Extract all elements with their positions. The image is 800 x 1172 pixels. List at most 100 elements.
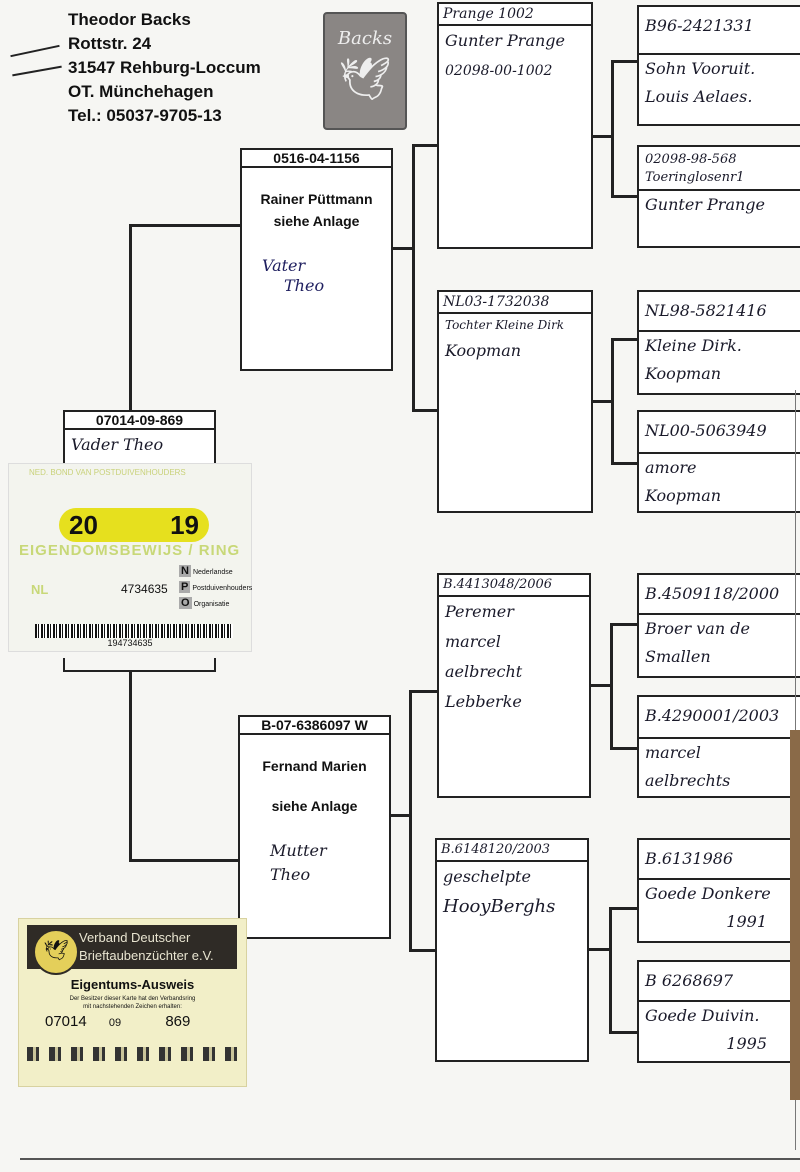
grandparent-box: B.6148120/2003 geschelpte HooyBerghs [435,838,589,1062]
pen-stroke [12,65,62,77]
mother-note-2: Theo [270,865,311,884]
vdb-ring-numbers: 07014 09 869 [45,1013,225,1030]
great-grandparent-line: Goede Duivin. [645,1006,760,1025]
connector [609,907,637,910]
great-grandparent-line: Gunter Prange [645,195,765,214]
great-grandparent-line: aelbrechts [645,771,731,790]
grandparent-line: marcel [445,632,501,651]
ring-card-header: NED. BOND VAN POSTDUIVENHOUDERS [29,468,186,477]
vdb-org-line: Brieftaubenzüchter e.V. [79,948,214,963]
grandparent-line: geschelpte [443,867,531,886]
mother-ref: siehe Anlage [271,798,358,814]
connector [412,144,415,412]
great-grandparent-ring: B96-2421331 [639,7,800,55]
connector [611,462,638,465]
vdb-ownership-card: Verband Deutscher Brieftaubenzüchter e.V… [18,918,247,1087]
connector [609,907,612,1033]
great-grandparent-line: Kleine Dirk. [645,336,742,355]
great-grandparent-ring: B 6268697 [639,962,800,1002]
owner-street: Rottstr. 24 [68,34,152,53]
npo-line: Organisatie [193,601,230,608]
great-grandparent-line: Koopman [645,486,722,505]
grandparent-ring: B.4413048/2006 [439,575,589,597]
connector [611,195,638,198]
great-grandparent-line: Goede Donkere [645,884,771,903]
grandparent-box: B.4413048/2006 Peremer marcel aelbrecht … [437,573,591,798]
mother-box: B-07-6386097 W Fernand Marien siehe Anla… [238,715,391,939]
vdb-sub: Der Besitzer dieser Karte hat den Verban… [69,996,196,1002]
connector [611,60,638,63]
connector [412,144,438,147]
connector [609,1031,637,1034]
great-grandparent-line: Koopman [645,364,722,383]
connector [129,672,132,862]
father-breeder: Rainer Püttmann [260,191,373,207]
owner-city: 31547 Rehburg-Loccum [68,58,261,77]
great-grandparent-ring: NL98-5821416 [639,292,800,332]
great-grandparent-line: Louis Aelaes. [645,87,753,106]
connector [610,747,637,750]
great-grandparent-ring: 02098-98-568 Toeringlosenr1 [639,147,800,191]
grandparent-box: Prange 1002 Gunter Prange 02098-00-1002 [437,2,593,249]
barcode [35,624,233,638]
great-grandparent-ring: NL00-5063949 [639,412,800,454]
subject-ring: 07014-09-869 [65,412,214,430]
great-grandparent-line: amore [645,458,697,477]
connector [611,338,638,341]
great-grandparent-line: 1991 [726,912,767,931]
connector [129,224,241,227]
grandparent-line: Peremer [445,602,514,621]
great-grandparent-line: marcel [645,743,701,762]
connector [610,623,637,626]
connector [391,247,414,250]
page-edge-shadow [790,730,800,1100]
great-grandparent-ring: B.4290001/2003 [639,697,800,739]
ring-number: 4734635 [121,582,168,596]
vdb-club: 07014 [45,1013,87,1030]
connector [591,135,613,138]
grandparent-line: Koopman [445,341,522,360]
owner-phone: Tel.: 05037-9705-13 [68,106,222,125]
owner-name: Theodor Backs [68,10,191,29]
grandparent-ring: B.6148120/2003 [437,840,587,862]
vdb-year: 09 [108,1017,122,1029]
vdb-org-line: Verband Deutscher [79,930,191,945]
grandparent-line: 02098-00-1002 [445,63,553,79]
vdb-sub: mit nachstehenden Zeichen erhalten: [83,1004,182,1010]
grandparent-line: aelbrecht [445,662,523,681]
owner-address: Theodor Backs Rottstr. 24 31547 Rehburg-… [68,8,261,128]
great-grandparent-box: B.4290001/2003 marcel aelbrechts [637,695,800,798]
grandparent-line: Tochter Kleine Dirk [445,318,565,332]
grandparent-ring: NL03-1732038 [439,292,591,314]
grandparent-box: NL03-1732038 Tochter Kleine Dirk Koopman [437,290,593,513]
connector [389,814,412,817]
vdb-title: Eigentums-Ausweis [70,977,195,992]
pen-stroke [10,44,60,58]
great-grandparent-ring: B.4509118/2000 [639,575,800,615]
father-ref: siehe Anlage [273,213,360,229]
grandparent-line: Gunter Prange [445,31,565,50]
card-pattern [27,1047,237,1061]
connector [63,670,216,672]
connector [409,949,437,952]
father-ring: 0516-04-1156 [242,150,391,168]
mother-note: Mutter [270,841,327,860]
great-grandparent-line: Broer van de [645,619,750,638]
father-box: 0516-04-1156 Rainer Püttmann siehe Anlag… [240,148,393,371]
logo-brand: Backs [337,28,393,49]
pigeon-seal-icon: 🕊 [33,929,79,975]
connector [409,690,412,952]
connector [129,859,239,862]
father-note-2: Theo [284,276,325,295]
owner-district: OT. Münchehagen [68,82,214,101]
mother-ring: B-07-6386097 W [240,717,389,735]
